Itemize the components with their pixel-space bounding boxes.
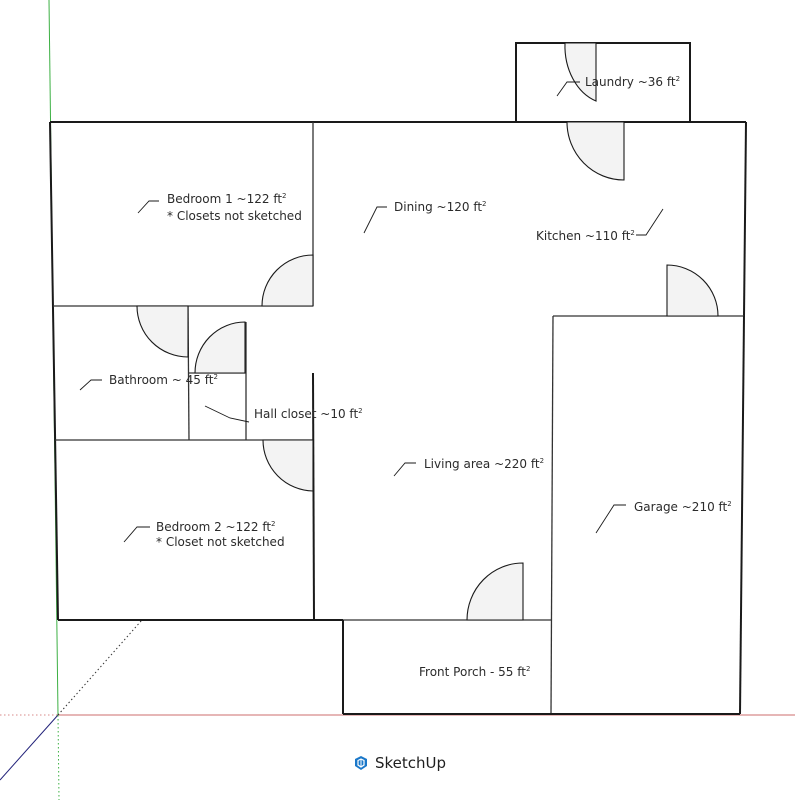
label-kitchen: Kitchen ~110 ft2 [536, 229, 635, 243]
label-front-porch: Front Porch - 55 ft2 [419, 665, 530, 679]
label-living-area: Living area ~220 ft2 [424, 457, 544, 471]
green-axis-negative [57, 714, 60, 800]
leaders [79, 81, 664, 543]
door-front [466, 562, 524, 621]
door-kitchen-top [566, 121, 625, 181]
door-laundry [564, 42, 597, 102]
doors [136, 42, 719, 621]
blue-axis-dotted [57, 619, 143, 716]
blue-axis [0, 714, 59, 781]
label-laundry: Laundry ~36 ft2 [585, 75, 680, 89]
label-bedroom2: Bedroom 2 ~122 ft2 [156, 520, 276, 534]
sketchup-logo-icon [355, 756, 367, 770]
door-bathroom [136, 305, 189, 358]
note-bedroom2: * Closet not sketched [156, 535, 285, 549]
walls [49, 42, 747, 715]
room-labels: Laundry ~36 ft2 Bedroom 1 ~122 ft2 * Clo… [109, 75, 732, 679]
door-hall-closet [194, 321, 246, 374]
brand-name: SketchUp [375, 754, 447, 772]
label-bedroom1: Bedroom 1 ~122 ft2 [167, 192, 287, 206]
label-garage: Garage ~210 ft2 [634, 500, 732, 514]
label-bathroom: Bathroom ~ 45 ft2 [109, 373, 218, 387]
note-bedroom1: * Closets not sketched [167, 209, 302, 223]
door-bedroom2 [262, 439, 314, 492]
label-hall-closet: Hall closet ~10 ft2 [254, 407, 363, 421]
sketchup-watermark: SketchUp [352, 754, 446, 772]
door-garage [666, 264, 719, 317]
door-bedroom1 [261, 254, 314, 307]
label-dining: Dining ~120 ft2 [394, 200, 487, 214]
